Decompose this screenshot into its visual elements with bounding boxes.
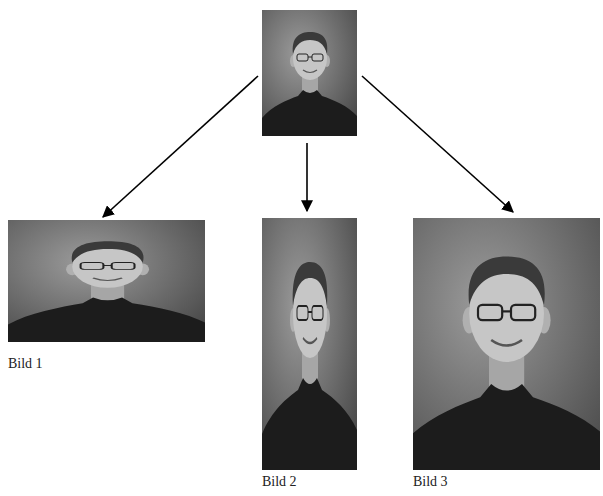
glasses-bridge <box>502 310 511 312</box>
arrow <box>362 76 513 212</box>
shirt <box>413 384 600 470</box>
shirt <box>262 90 357 136</box>
glasses <box>81 263 104 270</box>
glasses <box>511 305 535 320</box>
photo-background <box>262 10 357 136</box>
mouth <box>303 70 317 73</box>
image-label: Bild 3 <box>413 474 448 490</box>
hair <box>293 262 328 306</box>
glasses <box>297 306 308 320</box>
portrait <box>262 218 357 470</box>
glasses-bridge <box>308 57 312 58</box>
arrow <box>306 143 308 211</box>
arrow <box>103 76 258 217</box>
glasses <box>112 263 135 270</box>
hair <box>72 241 144 262</box>
photo <box>262 218 357 470</box>
glasses <box>312 54 323 61</box>
image-label: Bild 2 <box>262 474 297 490</box>
portrait <box>413 218 600 470</box>
glasses <box>297 54 308 61</box>
mouth <box>303 338 317 343</box>
glasses-bridge <box>103 265 111 266</box>
photo-background <box>8 220 205 342</box>
shirt <box>8 297 205 342</box>
portrait <box>8 220 205 342</box>
photo <box>8 220 205 342</box>
portrait <box>262 10 357 136</box>
photo-background <box>413 218 600 470</box>
hair <box>293 32 328 54</box>
mouth <box>93 278 122 280</box>
image-caption: Bild 3 <box>413 474 448 490</box>
photo-background <box>262 218 357 470</box>
photo <box>262 10 357 136</box>
hair <box>469 256 545 304</box>
image-caption: Bild 2 <box>262 474 297 490</box>
glasses-bridge <box>308 311 312 313</box>
glasses <box>312 306 323 320</box>
image-label: Bild 1 <box>8 356 43 372</box>
photo <box>413 218 600 470</box>
mouth <box>491 340 522 346</box>
image-caption: Bild 1 <box>8 356 43 372</box>
glasses <box>478 305 502 320</box>
shirt <box>262 378 357 470</box>
photo-group <box>8 10 603 485</box>
